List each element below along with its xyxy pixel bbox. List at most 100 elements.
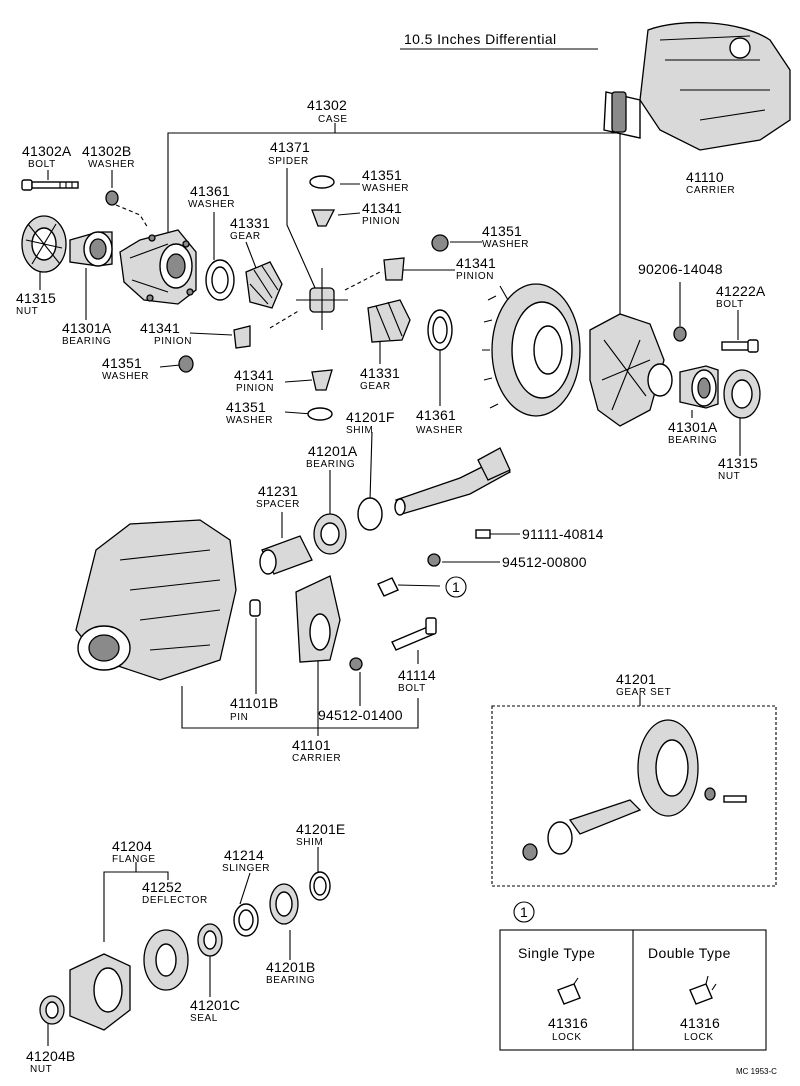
leader-lines [39,123,741,1046]
label-pinion-41341-a-name: PINION [362,216,400,227]
label-washer-41351-b-name: WASHER [482,239,529,250]
label-carrier-41110-name: CARRIER [686,185,735,196]
label-pinion-41341-c-name: PINION [154,336,192,347]
label-washer-41361-a-number: 41361 [190,183,230,199]
label-bearing-41301a-b-number: 41301A [668,419,718,435]
label-bolt-41222a-number: 41222A [716,283,766,299]
lock-41316-illustration [377,577,399,597]
label-nut-41204b-number: 41204B [26,1048,75,1064]
label-spacer-41231-number: 41231 [258,483,298,499]
label-washer-41351-a-number: 41351 [362,167,402,183]
label-washer-41302b-name: WASHER [88,159,135,170]
deflector-41252-illustration [143,929,189,991]
label-spider-name: SPIDER [268,156,309,167]
label-seal-41201c-name: SEAL [190,1013,218,1024]
lock-marker-circle [445,576,467,598]
pinion-41341-top-illustration [311,209,336,227]
label-part-90206-number: 90206-14048 [638,261,723,277]
label-gear-41331-a-name: GEAR [230,231,261,242]
lock-table-marker: 1 [520,904,528,920]
carrier-41101-illustration [75,519,237,681]
shim-41201f-illustration [357,497,383,531]
bearing-41301a-left-illustration [69,231,113,267]
label-bearing-41301a-a-name: BEARING [62,336,111,347]
pinion-41341-bottom-illustration [311,369,333,391]
parts-illustrations [21,21,791,1031]
label-pinion-41341-b-name: PINION [456,271,494,282]
diagram-title: 10.5 Inches Differential [404,31,557,47]
label-slinger-41214-number: 41214 [224,847,264,863]
label-deflector-41252-name: DEFLECTOR [142,895,208,906]
double-type-heading: Double Type [648,945,731,961]
label-bolt-41302a-name: BOLT [28,159,56,170]
slinger-41214-illustration [233,903,259,937]
bearing-41201a-illustration [313,513,347,555]
label-seal-41201c-number: 41201C [190,997,240,1013]
label-nut-41315-a-name: NUT [16,306,38,317]
case-41302-right-illustration [589,313,673,427]
single-type-heading: Single Type [518,945,595,961]
label-shim-41201f-number: 41201F [346,409,395,425]
bearing-41301a-right-illustration [679,365,719,409]
single-lock-illustration [557,977,581,1005]
label-gearset-41201-name: GEAR SET [616,687,671,698]
label-shim-41201f-name: SHIM [346,425,373,436]
seal-41201c-illustration [197,923,223,957]
label-part-94512-01400-number: 94512-01400 [318,707,403,723]
callout-labels: 41302 CASE 41302A BOLT 41302B WASHER 413… [16,97,766,1075]
label-carrier-41101-name: CARRIER [292,753,341,764]
label-bolt-41114-name: BOLT [398,683,426,694]
label-spacer-41231-name: SPACER [256,499,300,510]
label-washer-41302b-number: 41302B [82,143,131,159]
washer-41351-bottom-illustration [307,407,333,421]
label-gear-41331-a-number: 41331 [230,215,270,231]
washer-41361-right-illustration [427,309,453,351]
case-41302-illustration [119,229,197,305]
nut-41204b-illustration [39,995,65,1025]
nut-41315-left-illustration [21,215,67,273]
bolt-91111-illustration [475,529,491,539]
label-bearing-41201a-number: 41201A [308,443,358,459]
drive-pinion-illustration [394,447,511,516]
spacer-41231-illustration [259,535,313,575]
single-lock-number: 41316 [548,1015,588,1031]
label-washer-41361-b-name: WASHER [416,425,463,436]
label-pinion-41341-c-number: 41341 [140,320,180,336]
label-deflector-41252-number: 41252 [142,879,182,895]
lock-marker-number: 1 [452,579,460,595]
label-pin-41101b-number: 41101B [230,695,278,711]
label-bearing-41301a-b-name: BEARING [668,435,717,446]
washer-90206-illustration [673,326,687,342]
pin-41101b-illustration [249,599,261,617]
footer-code: MC 1953-C [736,1067,777,1076]
label-case-name: CASE [318,114,348,125]
label-washer-41351-c-number: 41351 [102,355,142,371]
spider-41371-illustration [269,268,381,330]
label-washer-41351-a-name: WASHER [362,183,409,194]
label-pin-41101b-name: PIN [230,712,248,723]
nut-41315-right-illustration [723,369,761,419]
label-bolt-41222a-name: BOLT [716,299,744,310]
label-washer-41351-d-number: 41351 [226,399,266,415]
label-bearing-41201b-name: BEARING [266,975,315,986]
label-washer-41361-a-name: WASHER [188,199,235,210]
double-lock-illustration [689,975,717,1005]
gear-41331-right-illustration [367,299,411,343]
label-bolt-41302a-number: 41302A [22,143,72,159]
gear-set-box [491,705,777,887]
bearing-cap-illustration [295,575,341,663]
label-nut-41315-a-number: 41315 [16,290,56,306]
label-pinion-41341-d-name: PINION [236,383,274,394]
label-part-94512-00800-number: 94512-00800 [502,554,587,570]
label-nut-41315-b-number: 41315 [718,455,758,471]
bolt-41302a-illustration [21,179,79,191]
gear-set-41201-illustration [522,719,747,861]
lock-type-table: 1 Single Type Double Type 41316 LOCK 413… [499,901,767,1051]
gear-41331-left-illustration [245,261,283,309]
label-bearing-41201a-name: BEARING [306,459,355,470]
label-gear-41331-b-name: GEAR [360,381,391,392]
ring-gear-illustration [482,283,581,417]
nut-94512-01400-illustration [349,657,363,671]
label-flange-41204-name: FLANGE [112,854,156,865]
